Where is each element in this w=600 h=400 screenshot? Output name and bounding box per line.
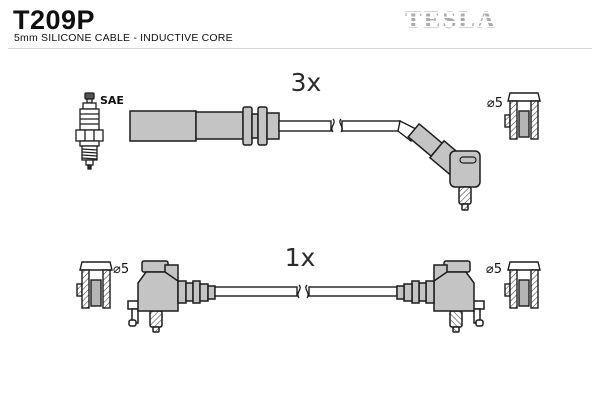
sae-thread-label: SAE bbox=[100, 94, 124, 107]
product-code: T209P bbox=[13, 5, 96, 35]
plug-wire-diameter-label: ⌀5 bbox=[487, 96, 503, 111]
coil-wire-left-diameter-label: ⌀5 bbox=[113, 262, 129, 277]
angled-boot bbox=[407, 122, 481, 211]
plug-cable bbox=[278, 119, 417, 143]
terminal-cross-section-icon bbox=[504, 261, 541, 309]
cable-break-mark bbox=[331, 118, 343, 133]
coil-wire-right-diameter-label: ⌀5 bbox=[486, 262, 502, 277]
product-subtitle: 5mm SILICONE CABLE - INDUCTIVE CORE bbox=[14, 32, 233, 44]
coil-connector-right bbox=[396, 260, 485, 333]
header-divider bbox=[8, 48, 592, 49]
cable-break-mark bbox=[297, 284, 309, 299]
coil-wire-quantity-label: 1x bbox=[285, 243, 316, 272]
coil-wire-diagram: 1x ⌀5 ⌀5 bbox=[76, 243, 541, 333]
tesla-logo: TESLA bbox=[403, 8, 499, 35]
spark-plug-drawing bbox=[75, 92, 104, 170]
tesla-logo-stripes bbox=[403, 9, 499, 35]
plug-wire-quantity-label: 3x bbox=[291, 68, 322, 97]
terminal-cross-section-icon bbox=[504, 92, 541, 140]
plug-boot bbox=[129, 106, 280, 146]
terminal-cross-section-icon bbox=[76, 261, 113, 309]
plug-wire-diagram: 3x SAE bbox=[75, 68, 541, 211]
coil-connector-left bbox=[127, 260, 216, 333]
